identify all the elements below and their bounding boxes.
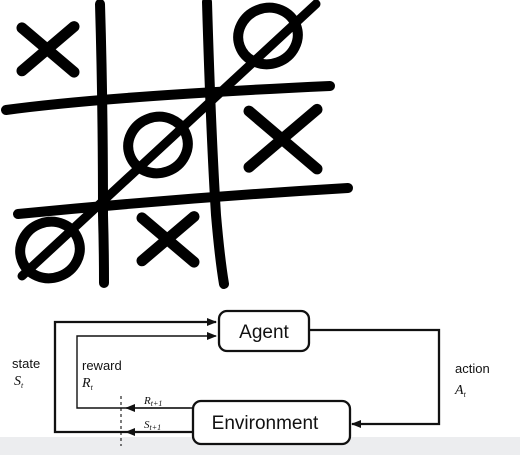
o-mark: [15, 216, 85, 284]
action-symbol: At: [454, 383, 467, 399]
action-label: action: [455, 361, 490, 376]
tictactoe-board: [1, 0, 353, 289]
reward-symbol: Rt: [81, 376, 94, 392]
x-mark: [136, 211, 200, 268]
bottom-strip: [0, 437, 520, 455]
reward-label: reward: [82, 358, 122, 373]
x-mark: [243, 103, 323, 175]
tictactoe-grid: [1, 0, 353, 289]
x-mark: [16, 21, 80, 78]
next-state-symbol: St+1: [144, 419, 161, 432]
environment-label: Environment: [212, 413, 319, 434]
action-loop-arrow: [309, 328, 441, 428]
state-symbol: St: [14, 374, 24, 390]
next-reward-symbol: Rt+1: [143, 395, 162, 408]
o-mark: [123, 111, 193, 179]
o-mark: [233, 2, 303, 70]
agent-box: Agent: [217, 309, 311, 353]
rl-diagram: [53, 318, 441, 446]
state-label: state: [12, 356, 40, 371]
agent-label: Agent: [239, 322, 289, 343]
winning-line: [17, 0, 321, 281]
environment-box: Environment: [191, 399, 352, 446]
state-loop-arrow: [53, 318, 217, 434]
tictactoe-cells: [15, 2, 323, 284]
